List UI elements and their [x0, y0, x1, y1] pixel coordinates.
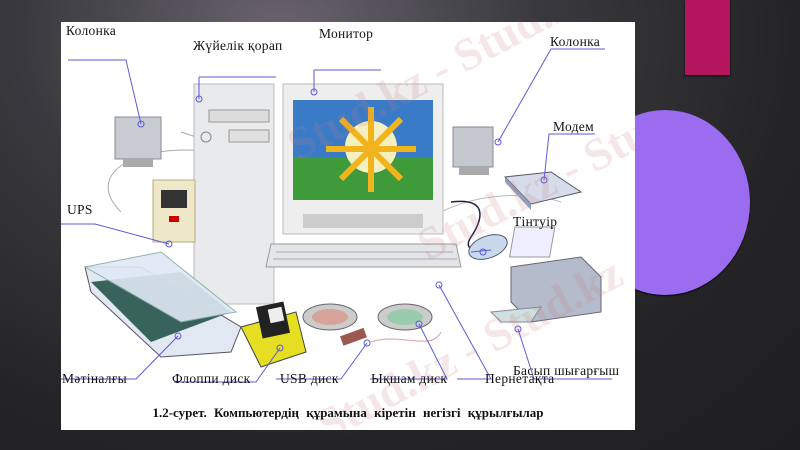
mouse-icon: [468, 234, 508, 260]
label-floppy: Флоппи диск: [172, 371, 251, 386]
scanner-icon: [83, 251, 242, 358]
devices-illustration: [61, 48, 612, 383]
keyboard-icon: [265, 243, 462, 268]
floppy-disk-icon: [240, 301, 307, 368]
label-system-unit: Жүйелік қорап: [193, 38, 283, 53]
label-scanner: Мәтіналғы: [62, 371, 128, 386]
label-speaker-left: Колонка: [66, 23, 117, 38]
usb-drive-icon: [340, 327, 367, 346]
label-keyboard: Пернетақта: [485, 371, 555, 386]
label-modem: Модем: [553, 119, 594, 134]
ups-icon: [152, 179, 196, 243]
speaker-right-icon: [452, 126, 494, 175]
monitor-icon: [282, 83, 444, 235]
label-printer: Басып шығарғыш: [513, 363, 620, 378]
computer-devices-figure: Stud.kz - Stud.kz Stud.kz - Stud.kz Stud…: [61, 22, 635, 430]
cd-disk-icon: [302, 303, 433, 331]
label-monitor: Монитор: [319, 26, 374, 41]
label-usb: USB диск: [280, 371, 339, 386]
system-unit-icon: [193, 83, 275, 305]
label-mouse: Тінтуір: [513, 214, 558, 229]
printer-icon: [489, 226, 602, 323]
label-ups: UPS: [67, 202, 93, 217]
label-speaker-right: Колонка: [550, 34, 601, 49]
label-cd: Ықшам диск: [371, 371, 448, 386]
accent-bar: [685, 0, 730, 75]
figure-caption: 1.2-сурет. Компьютердің құрамына кіретін…: [152, 405, 544, 420]
modem-icon: [503, 171, 583, 210]
